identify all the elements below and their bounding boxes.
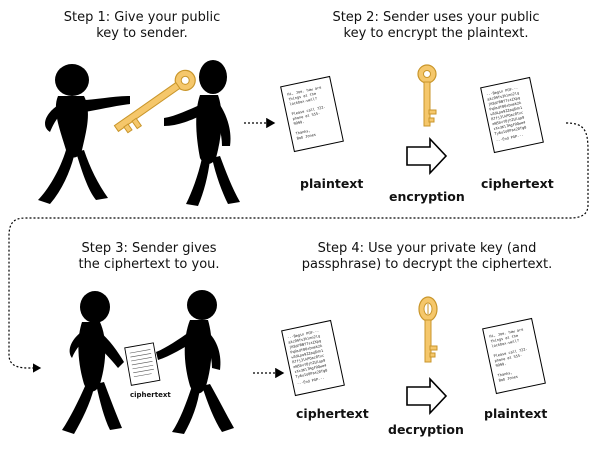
svg-text:Hi, Joe. how are: Hi, Joe. how are (489, 328, 524, 339)
plaintext-label-top: plaintext (300, 176, 364, 191)
step-4-line-2: passphrase) to decrypt the ciphertext. (301, 257, 553, 272)
ciphertext-label-top: ciphertext (481, 176, 554, 191)
svg-text:aXc09fs3klmn2lq: aXc09fs3klmn2lq (288, 334, 321, 345)
svg-text:jK8d7RNf7ssZXpq: jK8d7RNf7ssZXpq (488, 96, 521, 107)
svg-text:Thanks,: Thanks, (497, 371, 513, 378)
svg-text:lockbox-well?: lockbox-well? (491, 339, 519, 349)
svg-text:---End PGP---: ---End PGP--- (297, 376, 325, 386)
plaintext-document-icon: Hi, Joe. how are things at the lockbox-w… (280, 75, 344, 153)
decryption-label: decryption (388, 422, 464, 437)
public-key-icon (113, 69, 196, 134)
svg-text:zXc3Kl7Hgf9Qwe4: zXc3Kl7Hgf9Qwe4 (294, 363, 327, 374)
step-4-line-1: Step 4: Use your private key (and (317, 241, 537, 256)
svg-text:zXc3Kl7Hgf9Qwe4: zXc3Kl7Hgf9Qwe4 (493, 120, 526, 131)
svg-text:Please call 722-: Please call 722- (291, 105, 326, 116)
decryption-arrow-icon (406, 376, 448, 416)
svg-text:9999.: 9999. (293, 120, 304, 126)
svg-text:w3dLpo9ZZaq8Vn1: w3dLpo9ZZaq8Vn1 (291, 349, 324, 360)
svg-text:---End PGP---: ---End PGP--- (496, 133, 524, 143)
svg-text:Ty6uIo0Pas2Dfg8: Ty6uIo0Pas2Dfg8 (494, 125, 527, 136)
svg-text:Ty6uIo0Pas2Dfg8: Ty6uIo0Pas2Dfg8 (295, 368, 328, 379)
svg-text:---Begin PGP---: ---Begin PGP--- (486, 86, 519, 97)
svg-text:Hi, Joe. how are: Hi, Joe. how are (287, 86, 322, 97)
person-right-icon (164, 60, 240, 206)
svg-text:phone at 555-: phone at 555- (494, 353, 522, 363)
svg-text:phone at 555-: phone at 555- (292, 111, 320, 121)
sender-person-icon (62, 291, 124, 434)
encryption-key-icon (417, 64, 437, 127)
step-3-line-2: the ciphertext to you. (78, 257, 220, 272)
svg-text:9999.: 9999. (495, 362, 506, 368)
ciphertext-label-bottom: ciphertext (296, 406, 369, 421)
step-1-line-2: key to sender. (96, 26, 188, 41)
svg-text:mN5bvY8jh2Ulop0: mN5bvY8jh2Ulop0 (492, 116, 525, 127)
svg-text:mN5bvY8jh2Ulop0: mN5bvY8jh2Ulop0 (293, 359, 326, 370)
step-3-caption: Step 3: Sender gives the ciphertext to y… (54, 241, 244, 273)
plaintext-label-bottom: plaintext (484, 406, 548, 421)
step-3-line-1: Step 3: Sender gives (81, 241, 217, 256)
person-left-icon (38, 64, 130, 204)
flow-connector (8, 122, 589, 373)
handoff-ciphertext-label: ciphertext (130, 391, 171, 399)
svg-text:things at the: things at the (490, 334, 518, 344)
encryption-arrow-icon (406, 136, 448, 176)
svg-text:Thanks,: Thanks, (295, 129, 311, 136)
svg-text:---Begin PGP---: ---Begin PGP--- (287, 329, 320, 340)
svg-text:R7fj3lkPQaz0Txc: R7fj3lkPQaz0Txc (292, 354, 325, 365)
svg-text:R7fj3lkPQaz0Txc: R7fj3lkPQaz0Txc (491, 111, 524, 122)
svg-text:things at the: things at the (288, 92, 316, 102)
step-1-line-1: Step 1: Give your public (63, 10, 221, 25)
handoff-ciphertext-icon (124, 342, 161, 386)
step-2-caption: Step 2: Sender uses your public key to e… (306, 10, 566, 42)
ciphertext-document-icon-top: ---Begin PGP--- aXc09fs3klmn2lq jK8d7RNf… (480, 76, 544, 154)
step-4-caption: Step 4: Use your private key (and passph… (282, 241, 572, 273)
step-2-line-1: Step 2: Sender uses your public (332, 10, 540, 25)
svg-text:Bob Jones: Bob Jones (296, 133, 316, 141)
plaintext-document-icon-bottom: Hi, Joe. how are things at the lockbox-w… (482, 317, 546, 395)
private-key-icon (418, 296, 438, 363)
step-2-line-2: key to encrypt the plaintext. (343, 26, 529, 41)
svg-text:Pq9sdf8Uxbnmk2k: Pq9sdf8Uxbnmk2k (489, 101, 522, 112)
svg-text:jK8d7RNf7ssZXpq: jK8d7RNf7ssZXpq (289, 339, 322, 350)
svg-text:aXc09fs3klmn2lq: aXc09fs3klmn2lq (487, 91, 520, 102)
receiver-person-icon (156, 290, 234, 434)
svg-text:Bob Jones: Bob Jones (498, 375, 518, 383)
svg-text:lockbox-well?: lockbox-well? (289, 97, 317, 107)
encryption-label: encryption (389, 189, 465, 204)
step-1-caption: Step 1: Give your public key to sender. (42, 10, 242, 42)
ciphertext-document-icon-bottom: ---Begin PGP--- aXc09fs3klmn2lq jK8d7RNf… (281, 319, 345, 397)
svg-text:Please call 722-: Please call 722- (493, 347, 528, 358)
svg-text:Pq9sdf8Uxbnmk2k: Pq9sdf8Uxbnmk2k (290, 344, 323, 355)
svg-text:w3dLpo9ZZaq8Vn1: w3dLpo9ZZaq8Vn1 (490, 106, 523, 117)
